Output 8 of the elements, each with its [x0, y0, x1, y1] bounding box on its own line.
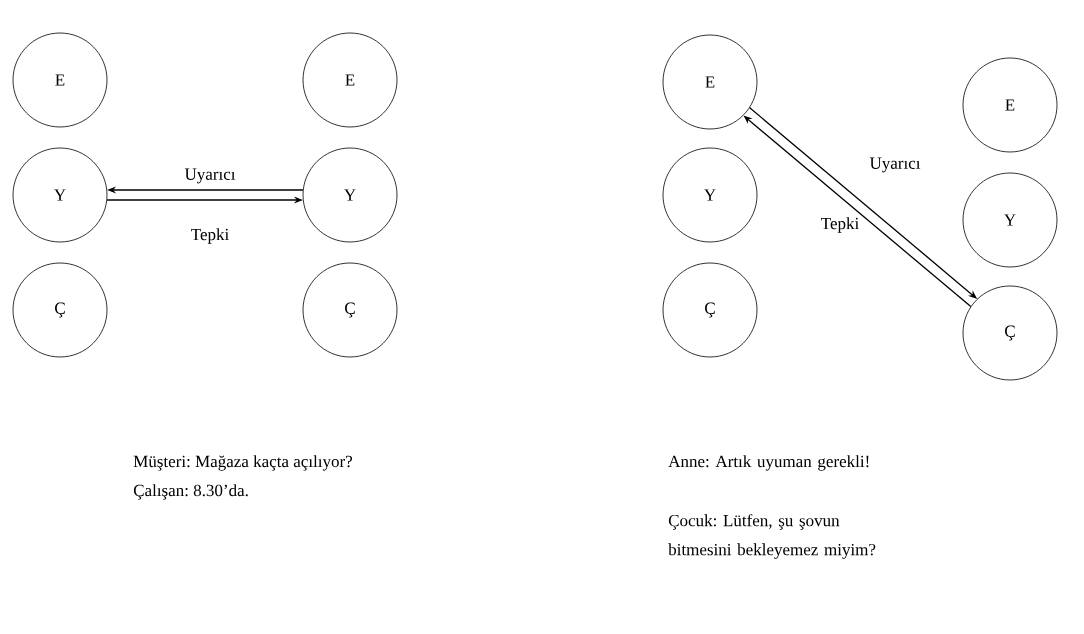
caption-text: Çocuk: Lütfen, şu şovun bitmesini bekleyemez miyim?: [668, 514, 876, 559]
caption-text: Müşteri: Mağaza kaçta açılıyor?: [133, 455, 353, 471]
edge-label: Tepki: [191, 228, 229, 244]
caption-text: Anne: Artık uyuman gerekli!: [668, 455, 869, 471]
edge-label: Uyarıcı: [184, 168, 236, 184]
caption-text: Çalışan: 8.30’da.: [133, 484, 248, 500]
edge-label: Tepki: [821, 217, 859, 233]
edge-label: Uyarıcı: [869, 157, 921, 173]
